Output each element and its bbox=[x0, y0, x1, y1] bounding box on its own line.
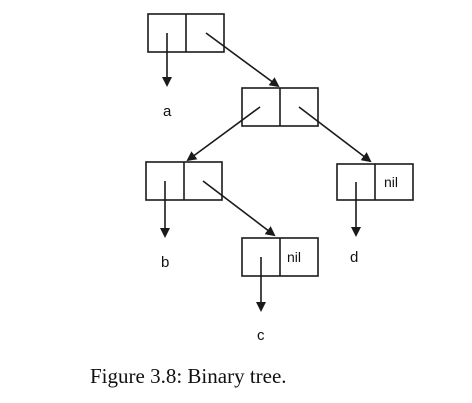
atom-label-d: d bbox=[350, 249, 358, 266]
cons-cell-level-3-left bbox=[145, 161, 223, 201]
atom-label-a: a bbox=[163, 103, 172, 120]
nil-label-bottom: nil bbox=[287, 249, 301, 265]
cons-cell-level-3-right: nil bbox=[336, 163, 414, 201]
arrow-level-2-car-to-left bbox=[186, 106, 261, 162]
nil-label-right: nil bbox=[384, 174, 398, 190]
atom-label-c: c bbox=[257, 327, 265, 344]
cons-cell-root bbox=[147, 13, 225, 53]
cons-cell-level-2 bbox=[241, 87, 319, 127]
arrow-left-cdr-to-bottom bbox=[202, 180, 276, 237]
figure-caption: Figure 3.8: Binary tree. bbox=[90, 364, 287, 388]
arrow-root-cdr-to-level-2 bbox=[205, 32, 280, 88]
cons-cell-level-4: nil bbox=[241, 237, 319, 277]
atom-label-b: b bbox=[161, 254, 169, 271]
arrow-level-2-cdr-to-right bbox=[298, 106, 372, 163]
